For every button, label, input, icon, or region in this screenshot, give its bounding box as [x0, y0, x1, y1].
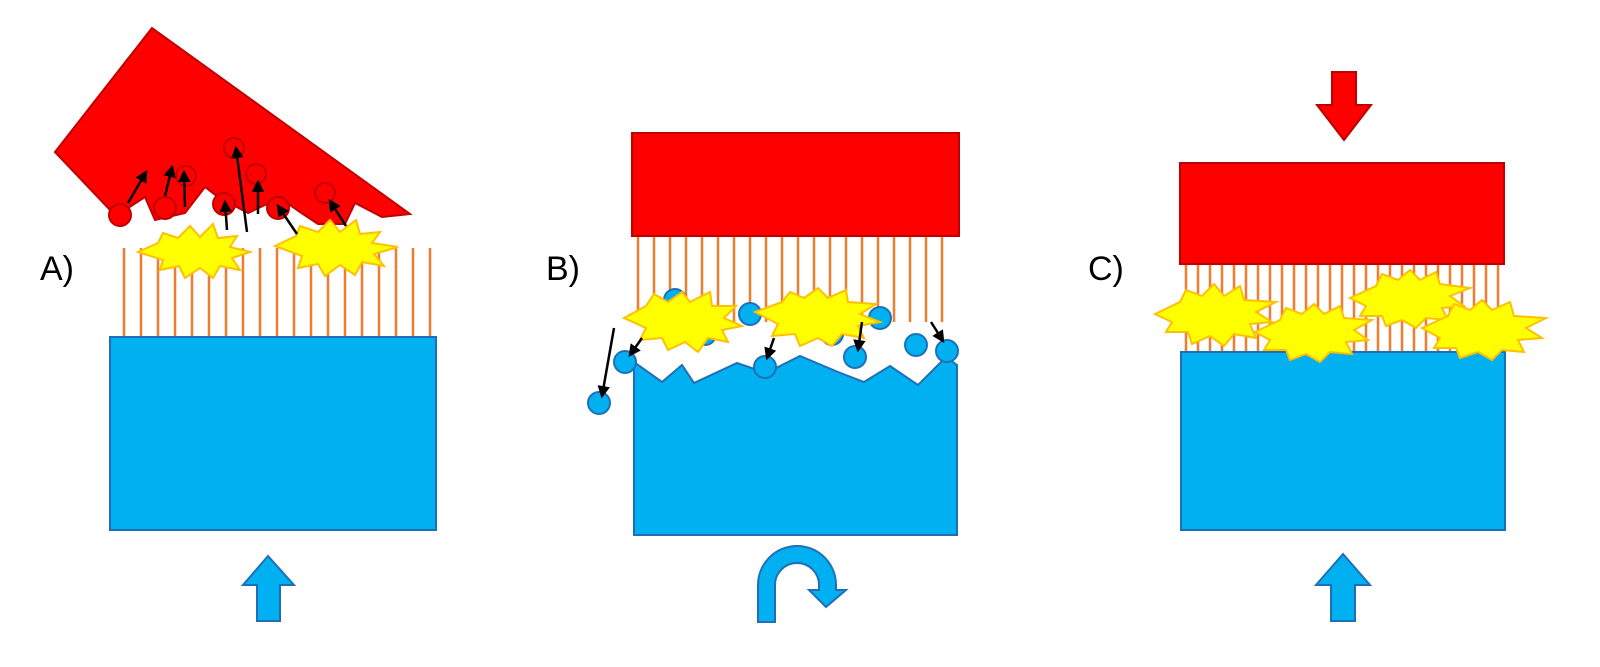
panel-c: C) [1088, 71, 1550, 622]
tilted-top-block-a [53, 26, 413, 225]
down-arrow-icon [1314, 71, 1374, 142]
spark-burst-icon [135, 222, 254, 280]
top-block-c [1179, 162, 1505, 265]
spark-burst-icon [272, 218, 399, 278]
top-block-b [631, 132, 960, 237]
ejection-arrows-a [126, 145, 348, 235]
up-arrow-icon [1313, 552, 1373, 622]
eroded-bottom-block-b [633, 354, 958, 536]
rotate-arrow-icon [757, 545, 849, 623]
panel-label-b: B) [546, 250, 580, 288]
spark-burst-icon [621, 290, 746, 354]
panel-b: B) [546, 132, 960, 623]
panel-a: A) [40, 26, 437, 622]
bottom-block-a [109, 336, 437, 531]
bottom-block-c [1180, 351, 1506, 531]
spark-burst-icon [1152, 282, 1280, 348]
spark-burst-icon [1252, 302, 1376, 364]
panel-label-c: C) [1088, 250, 1124, 288]
deposition-arrows-b [597, 321, 945, 399]
spark-burst-icon [1347, 268, 1474, 330]
spark-burst-icon [1419, 298, 1550, 362]
spark-burst-icon [752, 286, 884, 348]
up-arrow-icon [240, 554, 297, 622]
panel-label-a: A) [40, 250, 74, 288]
